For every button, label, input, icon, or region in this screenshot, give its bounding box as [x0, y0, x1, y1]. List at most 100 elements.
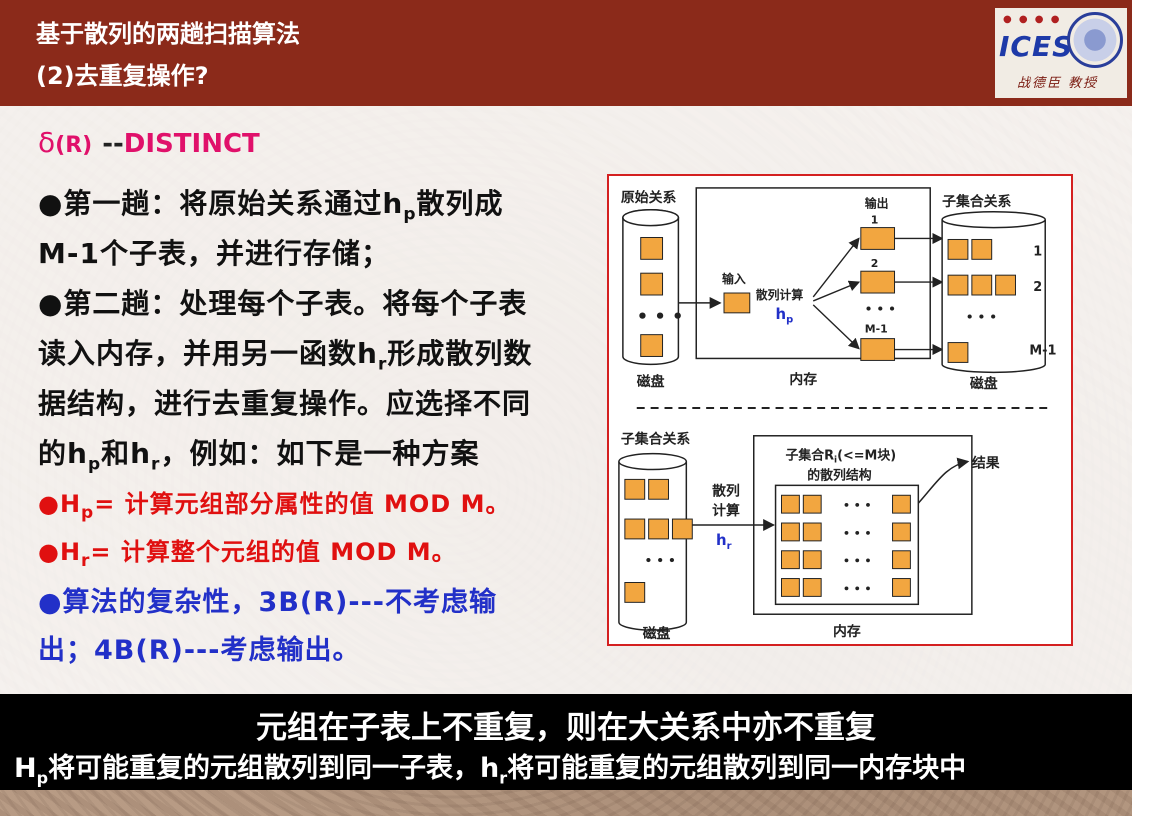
- bottom-disk-block: [624, 582, 646, 603]
- top-disk-block: [640, 334, 664, 357]
- diagram-svg: 原始关系 • • • 磁盘 内存 输入 散列计算 hp 输出: [618, 187, 1057, 642]
- hash-block: [781, 494, 800, 514]
- bottom-disk-label: 磁盘: [643, 625, 671, 642]
- svg-text:• • •: • • •: [843, 555, 871, 568]
- slide-title: 基于散列的两趟扫描算法: [36, 20, 300, 48]
- bottom-subset-label: 子集合关系: [621, 431, 690, 448]
- output-ellipsis: • • •: [865, 302, 896, 316]
- bottom-memory-label: 内存: [833, 623, 861, 640]
- hash-block: [781, 578, 800, 597]
- bottom-disk-block: [648, 518, 669, 540]
- logo-dots: ● ● ● ●: [1003, 14, 1062, 25]
- top-subset-label: 子集合关系: [942, 193, 1011, 210]
- hash-label: 散列计算: [756, 288, 804, 302]
- bottom-memory-box: [753, 435, 973, 615]
- hash-fn-hr: hr: [716, 531, 732, 552]
- output-label: 输出: [865, 197, 889, 211]
- hash-block: [802, 550, 822, 570]
- hash-arrow-1: [812, 237, 860, 298]
- svg-text:• • •: • • •: [843, 527, 871, 540]
- slide-content: δ(R) --DISTINCT ●第一趟：将原始关系通过hp散列成 M-1个子表，…: [0, 106, 1132, 694]
- university-seal-icon: [1067, 12, 1123, 68]
- hash-structure-box: [774, 484, 920, 606]
- subset-block: [947, 274, 969, 296]
- hash-arrow-2: [812, 280, 861, 302]
- input-buffer: [723, 292, 751, 314]
- top-source-label: 原始关系: [621, 189, 677, 206]
- dash: --: [102, 129, 124, 159]
- hash-block: [781, 550, 800, 570]
- hash-block: [781, 522, 800, 542]
- distinct-word: DISTINCT: [123, 129, 260, 159]
- struct-label-1: 子集合Ri(<=M块): [785, 448, 896, 466]
- right-margin: [1132, 0, 1156, 816]
- hash-block: [892, 578, 911, 597]
- subset-block: [971, 238, 993, 260]
- slide-subtitle: (2)去重复操作?: [36, 62, 209, 90]
- ices-logo: ● ● ● ● ICES 战德臣 教授: [995, 8, 1127, 98]
- subset-row-m: M-1: [1029, 343, 1056, 358]
- hash-block: [892, 494, 911, 514]
- bottom-disk-ellipsis: • • •: [645, 554, 676, 568]
- output-1-label: 1: [871, 214, 879, 227]
- hash-arrow-m: [812, 304, 860, 350]
- hash-fn-hp: hp: [776, 305, 794, 326]
- summary-band: 元组在子表上不重复，则在大关系中亦不重复 Hp将可能重复的元组散列到同一子表，h…: [0, 694, 1132, 790]
- delta-arg: (R): [55, 133, 93, 158]
- output-2-label: 2: [871, 257, 879, 270]
- hash-block: [802, 522, 822, 542]
- bullet-pass-2: ●第二趟：处理每个子表。将每个子表: [38, 287, 528, 320]
- bottom-hash-label-1: 散列: [712, 482, 740, 499]
- hash-block: [802, 578, 822, 597]
- top-disk-ellipsis: • • •: [637, 307, 684, 328]
- bullet-pass-2-cont1: 读入内存，并用另一函数hr形成散列数: [38, 337, 533, 375]
- result-arrow: [917, 457, 970, 504]
- struct-label-3: 的散列结构: [807, 467, 872, 483]
- bullet-pass-1: ●第一趟：将原始关系通过hp散列成: [38, 187, 504, 225]
- subset-ellipsis: • • •: [966, 310, 997, 324]
- top-disk-label: 磁盘: [637, 373, 665, 390]
- subset-block: [947, 238, 969, 260]
- bullet-pass-1-cont: M-1个子表，并进行存储；: [38, 237, 390, 270]
- subset-block: [971, 274, 993, 296]
- delta-symbol: δ: [38, 126, 56, 159]
- bottom-disk-block: [624, 518, 646, 540]
- bottom-disk-block: [648, 478, 669, 500]
- summary-line-2: Hp将可能重复的元组散列到同一子表，hr将可能重复的元组散列到同一内存块中: [14, 753, 967, 788]
- subset-row-2: 2: [1033, 280, 1042, 295]
- bullet-hr-definition: ●Hr= 计算整个元组的值 MOD M。: [38, 538, 457, 571]
- slide-header: 基于散列的两趟扫描算法 (2)去重复操作? ● ● ● ● ICES 战德臣 教…: [0, 0, 1132, 106]
- logo-signature: 战德臣 教授: [1017, 76, 1099, 91]
- subset-block: [947, 342, 969, 363]
- bullet-hp-definition: ●Hp= 计算元组部分属性的值 MOD M。: [38, 490, 511, 523]
- bottom-disk-block: [671, 518, 693, 540]
- logo-ices-text: ICES: [999, 30, 1074, 63]
- output-buffer-m: [860, 338, 896, 361]
- hash-block: [892, 522, 911, 542]
- output-m-label: M-1: [865, 323, 888, 336]
- result-label: 结果: [972, 455, 1000, 472]
- hash-distinct-diagram: 原始关系 • • • 磁盘 内存 输入 散列计算 hp 输出: [607, 174, 1073, 646]
- bullet-complexity: ●算法的复杂性，3B(R)---不考虑输: [38, 587, 498, 618]
- top-memory-box: [695, 187, 931, 360]
- top-memory-label: 内存: [789, 371, 817, 388]
- svg-text:• • •: • • •: [843, 582, 871, 595]
- bullet-pass-2-cont2: 据结构，进行去重复操作。应选择不同: [38, 387, 532, 420]
- bottom-disk-block: [624, 478, 646, 500]
- subset-block: [995, 274, 1016, 296]
- output-buffer-2: [860, 270, 896, 294]
- top-disk-block: [640, 272, 664, 296]
- summary-line-1: 元组在子表上不重复，则在大关系中亦不重复: [256, 710, 876, 746]
- output-buffer-1: [860, 227, 896, 250]
- hash-block: [802, 494, 822, 514]
- subset-row-1: 1: [1033, 244, 1042, 259]
- bullet-pass-2-cont3: 的hp和hr，例如：如下是一种方案: [38, 437, 480, 475]
- distinct-heading: δ(R) --DISTINCT: [38, 126, 260, 159]
- top-right-disk-label: 磁盘: [970, 375, 998, 392]
- hash-block: [892, 550, 911, 570]
- svg-text:• • •: • • •: [843, 499, 871, 512]
- input-label: 输入: [722, 272, 746, 286]
- top-disk-block: [640, 236, 664, 260]
- bullet-complexity-cont: 出；4B(R)---考虑输出。: [38, 635, 361, 666]
- hash-structure-blocks: • • • • • • • • • • • •: [781, 494, 911, 597]
